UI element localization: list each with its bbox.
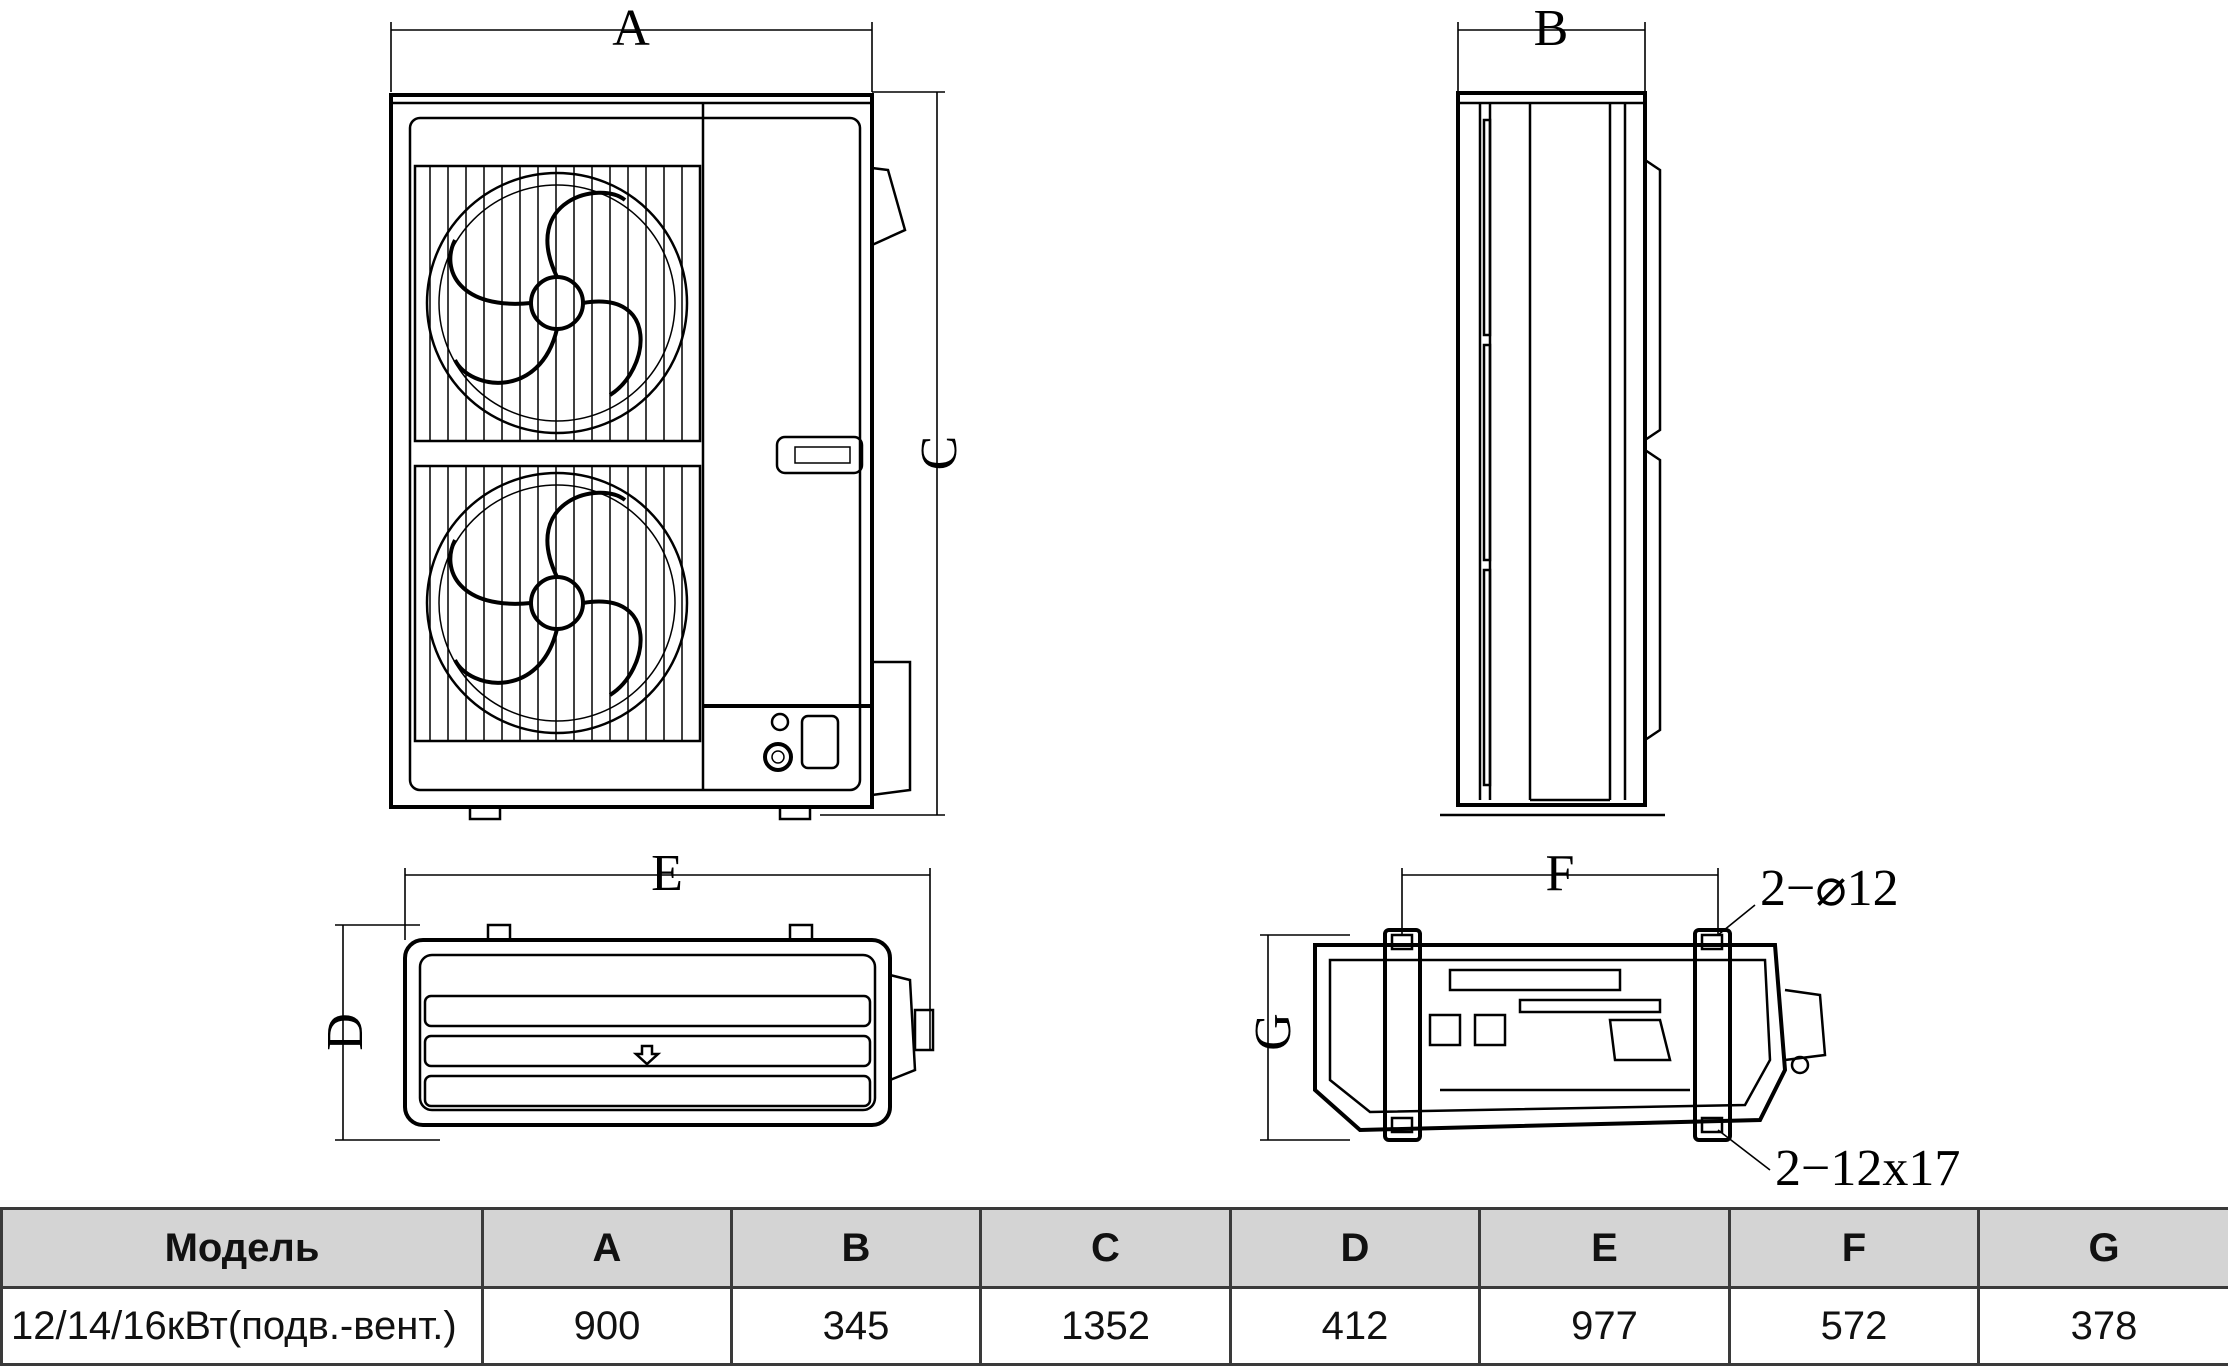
side-view: B: [1440, 0, 1665, 817]
header-f: F: [1728, 1207, 1980, 1289]
front-view: A C: [389, 0, 968, 821]
cell-model: 12/14/16кВт(подв.-вент.): [0, 1286, 484, 1366]
header-g: G: [1977, 1207, 2228, 1289]
header-model: Модель: [0, 1207, 484, 1289]
fan-grille-bottom: [413, 464, 702, 743]
header-b: B: [730, 1207, 982, 1289]
dimensions-table: Модель A B C D E F G 12/14/16кВт(подв.-в…: [0, 1207, 2228, 1366]
cell-f: 572: [1728, 1286, 1980, 1366]
fan-grille-top: [413, 164, 702, 443]
holes-label: 2−⌀12: [1760, 860, 1899, 917]
cell-d: 412: [1229, 1286, 1481, 1366]
table-header-row: Модель A B C D E F G: [0, 1207, 2228, 1289]
cell-b: 345: [730, 1286, 982, 1366]
dim-label-e: E: [651, 845, 683, 902]
dim-label-f: F: [1546, 845, 1575, 902]
cell-e: 977: [1478, 1286, 1731, 1366]
header-a: A: [481, 1207, 733, 1289]
dim-label-g: G: [1245, 1013, 1302, 1051]
top-view: E D: [317, 845, 935, 1141]
header-c: C: [979, 1207, 1232, 1289]
dim-label-b: B: [1534, 0, 1569, 57]
technical-drawing: A C: [317, 0, 1960, 1197]
bottom-view: F G 2−⌀12 2−12x17: [1245, 845, 1960, 1197]
dim-label-a: A: [612, 0, 650, 57]
header-d: D: [1229, 1207, 1481, 1289]
cell-c: 1352: [979, 1286, 1232, 1366]
header-e: E: [1478, 1207, 1731, 1289]
slots-label: 2−12x17: [1775, 1140, 1960, 1197]
table-row: 12/14/16кВт(подв.-вент.) 900 345 1352 41…: [0, 1286, 2228, 1366]
cell-a: 900: [481, 1286, 733, 1366]
dim-label-c: C: [911, 436, 968, 471]
dim-label-d: D: [317, 1013, 374, 1051]
cell-g: 378: [1977, 1286, 2228, 1366]
